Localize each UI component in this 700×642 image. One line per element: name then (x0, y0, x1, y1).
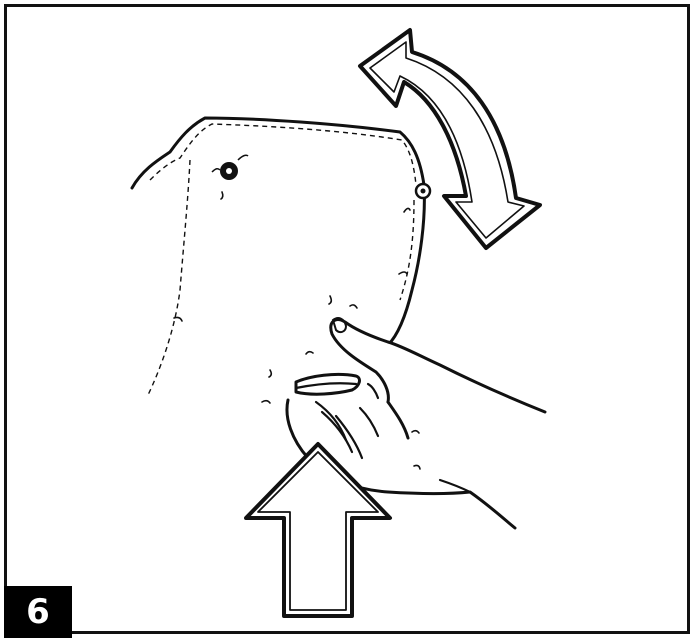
step-number-badge: 6 (4, 586, 72, 638)
step-number: 6 (26, 592, 50, 632)
pouch-grommet-left (212, 155, 248, 180)
curved-double-arrow (360, 30, 540, 248)
pouch-outline (132, 118, 424, 345)
pouch-grommet-right (416, 184, 430, 198)
